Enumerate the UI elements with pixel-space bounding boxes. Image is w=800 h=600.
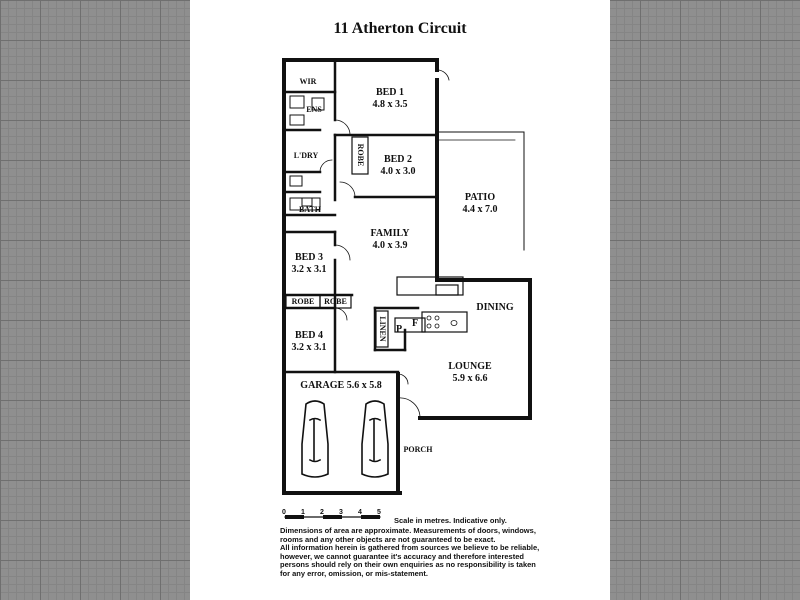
room-family-size: 4.0 x 3.9 [372, 240, 408, 251]
disclaimer-line: for any error, omission, or mis-statemen… [280, 568, 428, 578]
room-family-label: FAMILY [370, 228, 410, 239]
room-laundry-label: L'DRY [293, 151, 319, 160]
room-bed4-size: 3.2 x 3.1 [291, 342, 327, 353]
scale-tick-1: 1 [301, 509, 305, 516]
room-lounge-size: 5.9 x 6.6 [452, 373, 488, 384]
disclaimer-line: persons should rely on their own enquiri… [280, 560, 536, 570]
room-patio-label: PATIO [464, 192, 496, 203]
scale-tick-3: 3 [339, 509, 343, 516]
room-robe-bed3-label: ROBE [291, 297, 315, 306]
disclaimer: Dimensions of area are approximate. Meas… [280, 526, 600, 579]
car-icons [301, 400, 389, 478]
disclaimer-line: Dimensions of area are approximate. Meas… [280, 526, 536, 535]
disclaimer-line: however, we cannot guarantee it's accura… [280, 551, 524, 561]
scale-tick-5: 5 [377, 509, 381, 516]
scale-label: Scale in metres. Indicative only. [394, 516, 507, 525]
scale-tick-2: 2 [320, 509, 324, 516]
room-bed3-size: 3.2 x 3.1 [291, 264, 327, 275]
room-bed2-label: BED 2 [383, 154, 413, 165]
floor-plan-drawing [282, 58, 532, 519]
floor-plan-sheet: 11 Atherton Circuit [190, 0, 610, 600]
room-garage-label: GARAGE 5.6 x 5.8 [300, 380, 382, 391]
room-bath-label: BATH [298, 205, 322, 214]
room-lounge-label: LOUNGE [448, 361, 492, 372]
plan-title: 11 Atherton Circuit [333, 20, 467, 37]
room-porch-label: PORCH [403, 445, 433, 454]
room-bed1-label: BED 1 [375, 87, 405, 98]
disclaimer-line: All information herein is gathered from … [280, 543, 540, 553]
fridge-label: F [411, 318, 419, 329]
room-bed3-label: BED 3 [294, 252, 324, 263]
scale-tick-0: 0 [282, 509, 286, 516]
room-ens-label: ENS [306, 105, 322, 114]
disclaimer-line: rooms and any other objects are not guar… [280, 534, 496, 544]
room-bed4-label: BED 4 [294, 330, 324, 341]
room-robe-bed2-label: ROBE [356, 143, 365, 167]
room-dining-label: DINING [476, 302, 514, 313]
room-linen-label: LINEN [378, 316, 387, 342]
scale-tick-4: 4 [358, 509, 362, 516]
room-pantry-label: P [395, 324, 403, 335]
outer-walls [282, 58, 532, 495]
room-bed1-size: 4.8 x 3.5 [372, 99, 408, 110]
room-robe-bed4-label: ROBE [324, 297, 347, 306]
room-wir-label: WIR [299, 77, 317, 86]
room-patio-size: 4.4 x 7.0 [462, 204, 498, 215]
room-bed2-size: 4.0 x 3.0 [380, 166, 416, 177]
